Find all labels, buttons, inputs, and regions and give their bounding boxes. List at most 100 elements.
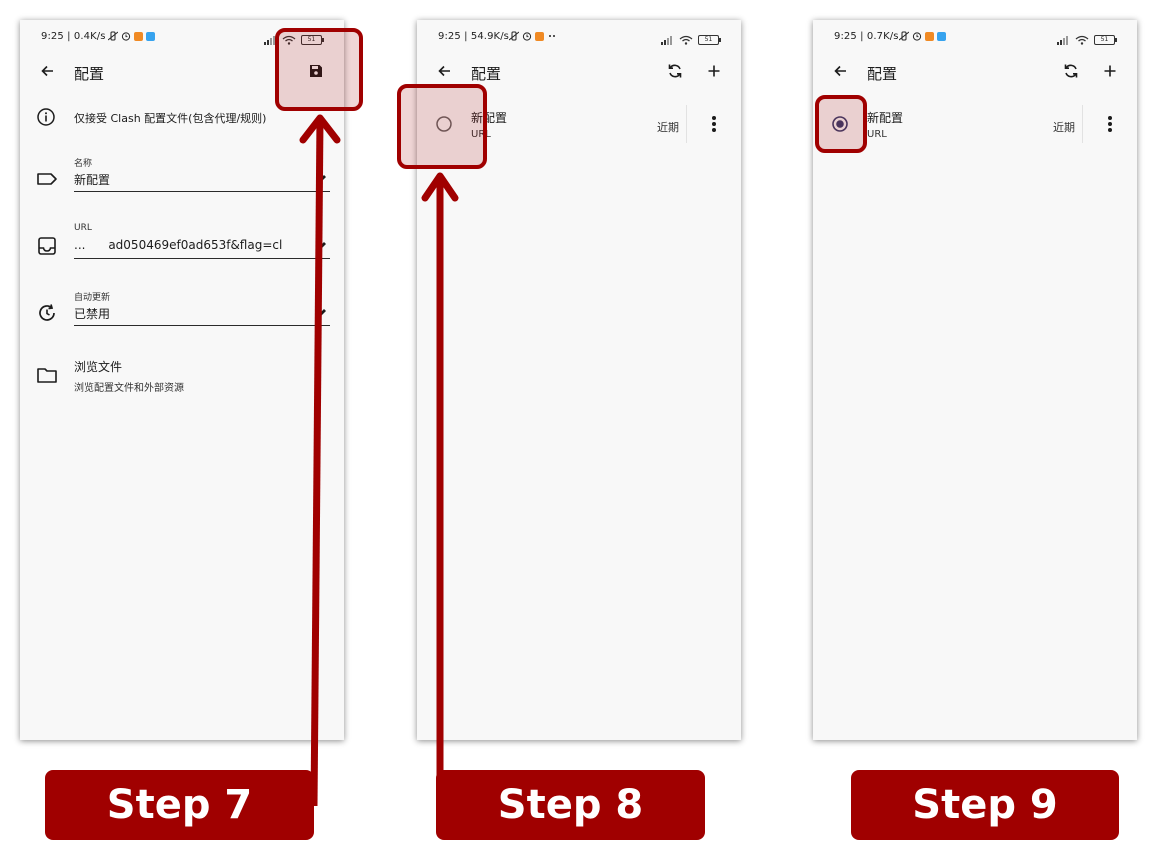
url-field[interactable]: URL ... ad050469ef0ad653f&flag=cl: [36, 223, 330, 267]
step-badge-9: Step 9: [851, 770, 1119, 840]
name-field-value[interactable]: 新配置: [74, 173, 111, 187]
status-notification-icons: [107, 31, 155, 41]
more-vert-icon[interactable]: [1100, 112, 1120, 136]
plus-icon: [708, 65, 720, 77]
profile-list-item[interactable]: 新配置 URL 近期: [417, 102, 741, 150]
update-clock-icon: [36, 302, 58, 324]
profile-list-item[interactable]: 新配置 URL 近期: [813, 102, 1137, 150]
profile-updated: 近期: [657, 121, 679, 134]
back-arrow-icon[interactable]: [434, 60, 456, 82]
status-system-icons: 51: [1056, 30, 1117, 49]
browse-files-title: 浏览文件: [74, 360, 123, 374]
info-text: 仅接受 Clash 配置文件(包含代理/规则): [74, 112, 267, 125]
radio-highlight-box: [397, 84, 487, 169]
folder-icon: [36, 364, 58, 386]
info-icon: [36, 107, 56, 127]
signal-icon: [263, 30, 277, 49]
back-arrow-icon[interactable]: [37, 60, 59, 82]
signal-icon: [660, 30, 674, 49]
more-notifications-icon: [547, 31, 557, 41]
label-tag-icon: [36, 168, 58, 190]
auto-update-field-value[interactable]: 已禁用: [74, 307, 111, 321]
browse-files-row[interactable]: 浏览文件 浏览配置文件和外部资源: [36, 356, 326, 398]
status-time-speed: 9:25 | 0.7K/s: [834, 31, 899, 42]
wifi-icon: [1075, 30, 1089, 49]
browse-files-subtitle: 浏览配置文件和外部资源: [74, 383, 184, 394]
profile-updated: 近期: [1053, 121, 1075, 134]
profile-name: 新配置: [471, 111, 508, 125]
url-field-value[interactable]: ... ad050469ef0ad653f&flag=cl: [74, 238, 283, 252]
signal-icon: [1056, 30, 1070, 49]
step-badge-7: Step 7: [45, 770, 314, 840]
url-field-underline: [74, 258, 330, 259]
mi-app-icon: [925, 31, 934, 41]
status-time-speed: 9:25 | 0.4K/s: [41, 31, 106, 42]
status-system-icons: 51: [263, 30, 324, 49]
battery-icon: 51: [698, 34, 721, 45]
save-highlight-box: [275, 28, 363, 111]
auto-update-field[interactable]: 自动更新 已禁用: [36, 290, 330, 334]
battery-icon: 51: [301, 34, 324, 45]
selected-radio-highlight-box: [815, 95, 867, 153]
step-badge-8: Step 8: [436, 770, 705, 840]
profile-type: URL: [867, 129, 887, 140]
status-time-speed: 9:25 | 54.9K/s: [438, 31, 509, 42]
divider: [686, 105, 687, 143]
status-bar: 9:25 | 0.4K/s 51: [20, 20, 344, 56]
status-notification-icons: [898, 31, 946, 41]
vibrate-off-icon: [107, 31, 119, 41]
more-vert-icon[interactable]: [704, 112, 724, 136]
auto-update-field-underline: [74, 325, 330, 326]
status-notification-icons: [508, 31, 557, 41]
page-title: 配置: [867, 65, 898, 83]
vibrate-off-icon: [508, 31, 520, 41]
app-bar: 配置: [417, 56, 741, 86]
name-field-label: 名称: [74, 159, 93, 169]
back-arrow-icon[interactable]: [830, 60, 852, 82]
add-profile-button[interactable]: [1098, 59, 1122, 83]
edit-pencil-icon[interactable]: [314, 172, 328, 186]
mi-app-icon: [134, 31, 143, 41]
divider: [1082, 105, 1083, 143]
wifi-icon: [679, 30, 693, 49]
name-field[interactable]: 名称 新配置: [36, 156, 330, 200]
url-field-label: URL: [74, 223, 92, 233]
phone-screen-profile-list: 9:25 | 54.9K/s 51 配置: [417, 20, 741, 740]
page-title: 配置: [471, 65, 502, 83]
info-row: 仅接受 Clash 配置文件(包含代理/规则): [36, 106, 334, 128]
plus-icon: [1104, 65, 1116, 77]
phone-screen-profile-selected: 9:25 | 0.7K/s 51 配置: [813, 20, 1137, 740]
add-profile-button[interactable]: [702, 59, 726, 83]
refresh-button[interactable]: [663, 59, 687, 83]
status-system-icons: 51: [660, 30, 721, 49]
profile-type: URL: [471, 129, 491, 140]
edit-pencil-icon[interactable]: [314, 239, 328, 253]
refresh-icon: [668, 64, 682, 78]
battery-icon: 51: [1094, 34, 1117, 45]
status-bar: 9:25 | 0.7K/s 51: [813, 20, 1137, 56]
auto-update-field-label: 自动更新: [74, 293, 111, 303]
app-bar: 配置: [813, 56, 1137, 86]
app-notification-icon: [937, 31, 946, 41]
name-field-underline: [74, 191, 330, 192]
save-button[interactable]: [304, 59, 328, 83]
phone-screen-edit-profile: 9:25 | 0.4K/s 51 配置: [20, 20, 344, 740]
wifi-icon: [282, 30, 296, 49]
profile-name: 新配置: [867, 111, 904, 125]
refresh-icon: [1064, 64, 1078, 78]
app-bar: 配置: [20, 56, 344, 86]
inbox-icon: [36, 235, 58, 257]
status-bar: 9:25 | 54.9K/s 51: [417, 20, 741, 56]
vibrate-off-icon: [898, 31, 910, 41]
mi-app-icon: [535, 31, 544, 41]
edit-pencil-icon[interactable]: [314, 306, 328, 320]
app-notification-icon: [146, 31, 155, 41]
save-icon: [310, 65, 322, 77]
radio-unselected-icon[interactable]: [436, 116, 452, 132]
radio-selected-icon[interactable]: [832, 116, 848, 132]
page-title: 配置: [74, 65, 105, 83]
refresh-button[interactable]: [1059, 59, 1083, 83]
alarm-icon: [912, 31, 922, 41]
alarm-icon: [522, 31, 532, 41]
alarm-icon: [121, 31, 131, 41]
